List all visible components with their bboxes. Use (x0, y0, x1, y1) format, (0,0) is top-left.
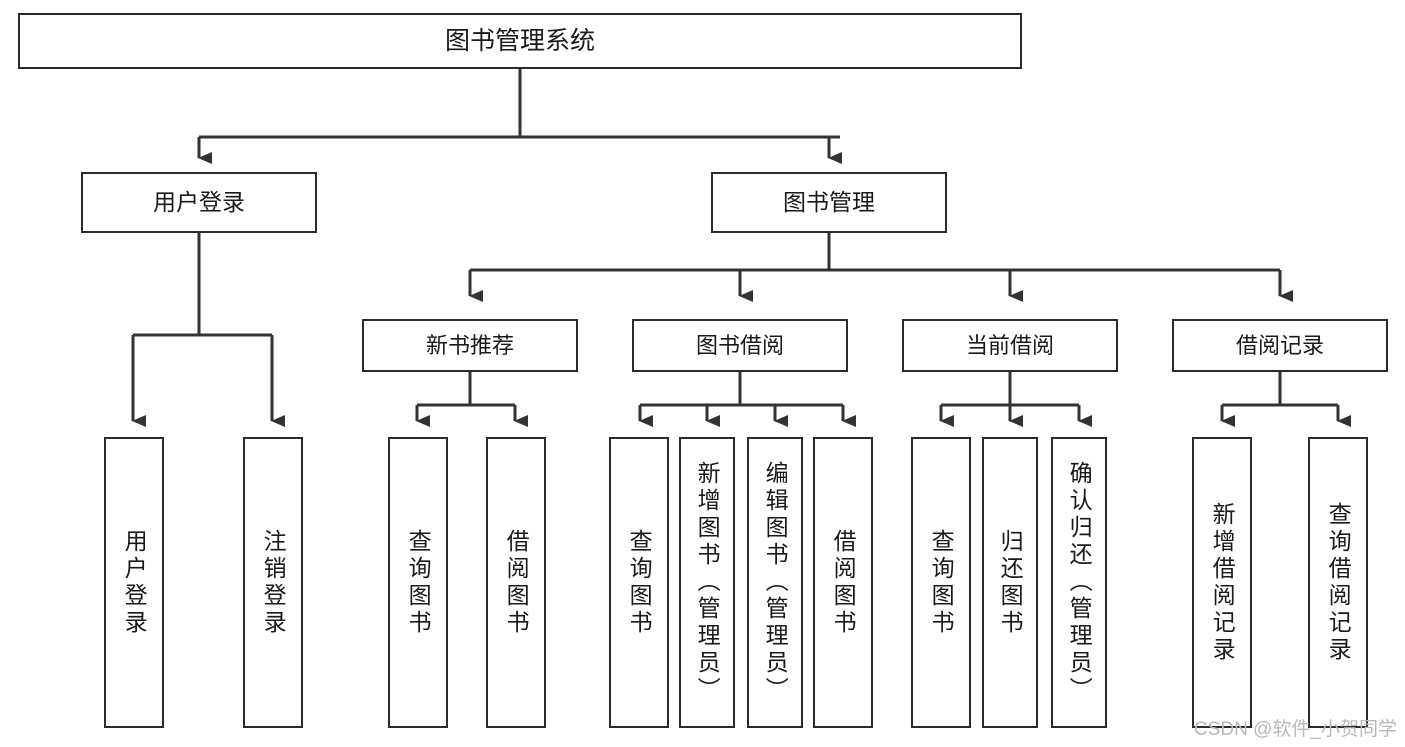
leaf-new-book-borrow[interactable]: 借阅图书 (486, 437, 546, 728)
node-current-borrow[interactable]: 当前借阅 (902, 319, 1118, 372)
node-label: 新增借阅记录 (1209, 501, 1236, 664)
node-label: 图书管理系统 (444, 26, 595, 55)
node-label: 图书借阅 (695, 332, 784, 358)
node-root-system[interactable]: 图书管理系统 (18, 13, 1022, 69)
leaf-current-borrow-query[interactable]: 查询图书 (911, 437, 971, 728)
node-label: 查询图书 (928, 528, 955, 637)
node-book-borrow[interactable]: 图书借阅 (632, 319, 848, 372)
node-borrow-record[interactable]: 借阅记录 (1172, 319, 1388, 372)
leaf-borrow-record-query[interactable]: 查询借阅记录 (1308, 437, 1368, 728)
leaf-current-borrow-confirm-return[interactable]: 确认归还（管理员） (1051, 437, 1107, 728)
node-label: 确认归还（管理员） (1066, 461, 1093, 704)
watermark-text: CSDN @软件_小贺同学 (1194, 719, 1397, 740)
node-label: 查询图书 (626, 528, 653, 637)
leaf-borrow-record-add[interactable]: 新增借阅记录 (1192, 437, 1252, 728)
leaf-user-login-logout[interactable]: 注销登录 (243, 437, 303, 728)
node-label: 归还图书 (997, 528, 1024, 637)
node-label: 用户登录 (121, 528, 148, 637)
node-label: 查询借阅记录 (1325, 501, 1352, 664)
node-label: 查询图书 (405, 528, 432, 637)
node-label: 借阅记录 (1235, 332, 1324, 358)
node-label: 当前借阅 (965, 332, 1054, 358)
node-new-book-recommend[interactable]: 新书推荐 (362, 319, 578, 372)
leaf-user-login-login[interactable]: 用户登录 (104, 437, 164, 728)
node-label: 借阅图书 (503, 528, 530, 637)
node-label: 编辑图书（管理员） (762, 461, 789, 704)
leaf-book-borrow-add[interactable]: 新增图书（管理员） (679, 437, 735, 728)
node-label: 图书管理 (783, 189, 875, 216)
node-label: 注销登录 (260, 528, 287, 637)
leaf-book-borrow-query[interactable]: 查询图书 (609, 437, 669, 728)
leaf-book-borrow-edit[interactable]: 编辑图书（管理员） (747, 437, 803, 728)
node-label: 新书推荐 (425, 332, 514, 358)
leaf-current-borrow-return[interactable]: 归还图书 (982, 437, 1038, 728)
leaf-new-book-query[interactable]: 查询图书 (388, 437, 448, 728)
node-label: 借阅图书 (830, 528, 857, 637)
node-label: 用户登录 (153, 189, 245, 216)
node-user-login[interactable]: 用户登录 (81, 172, 317, 233)
node-book-management[interactable]: 图书管理 (711, 172, 947, 233)
leaf-book-borrow-borrow[interactable]: 借阅图书 (813, 437, 873, 728)
node-label: 新增图书（管理员） (694, 461, 721, 704)
